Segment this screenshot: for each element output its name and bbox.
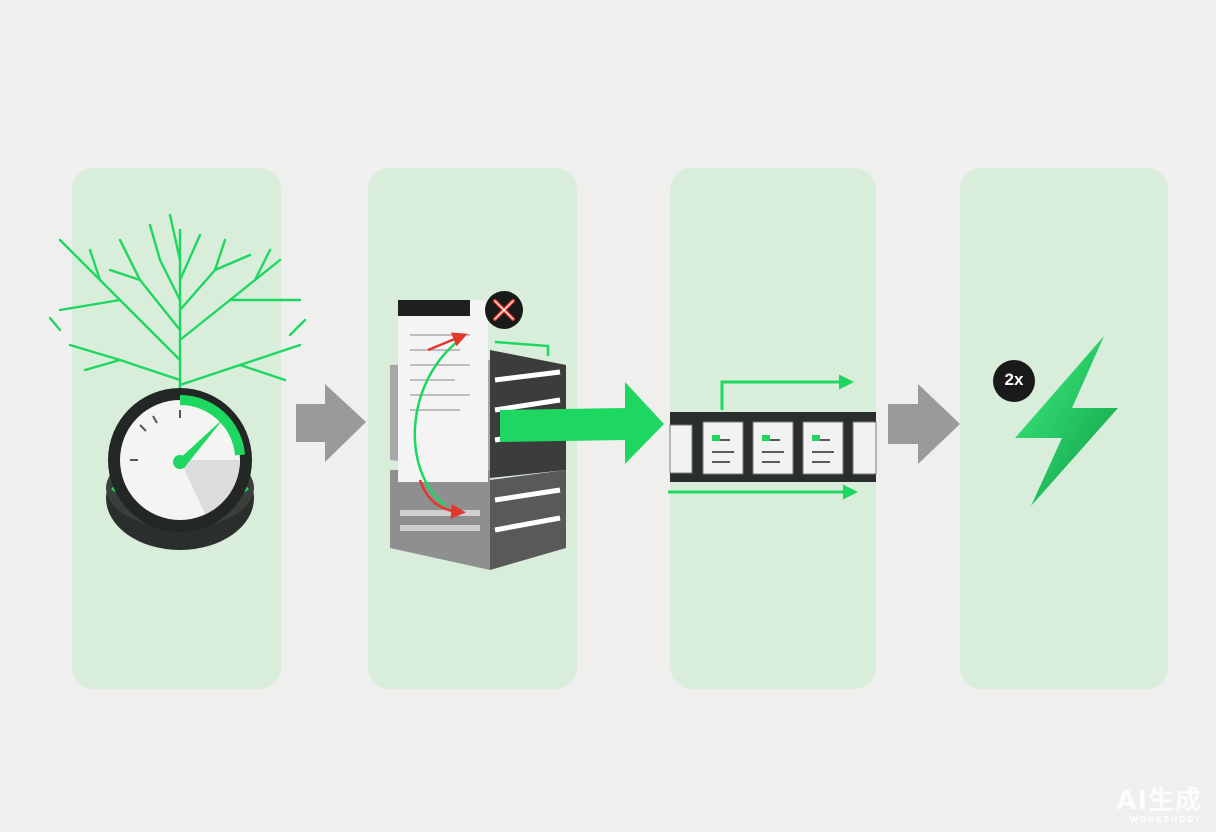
- multiplier-label: 2x: [1004, 370, 1024, 389]
- watermark: AI生成 WORKBUDDY: [1116, 788, 1202, 824]
- speedometer-gauge-icon: [106, 388, 254, 550]
- upper-flow-arrow: [720, 374, 854, 410]
- document-page-icon: [398, 300, 488, 482]
- watermark-sub: WORKBUDDY: [1129, 815, 1202, 824]
- red-down-arrow: [418, 479, 466, 519]
- flow-arrow-2: [888, 384, 960, 464]
- red-up-arrow: [427, 332, 468, 352]
- watermark-main: AI生成: [1116, 786, 1202, 816]
- branching-tree-icon: [48, 213, 307, 422]
- lightning-bolt-icon: [1015, 336, 1118, 506]
- cycle-path-green: [413, 336, 463, 506]
- multiplier-badge: [993, 360, 1035, 402]
- return-connector: [494, 340, 550, 356]
- error-x-icon: [485, 291, 523, 329]
- document-queue-icon: [669, 412, 877, 482]
- flow-arrow-1: [296, 384, 366, 462]
- flow-arrow-green: [500, 382, 664, 464]
